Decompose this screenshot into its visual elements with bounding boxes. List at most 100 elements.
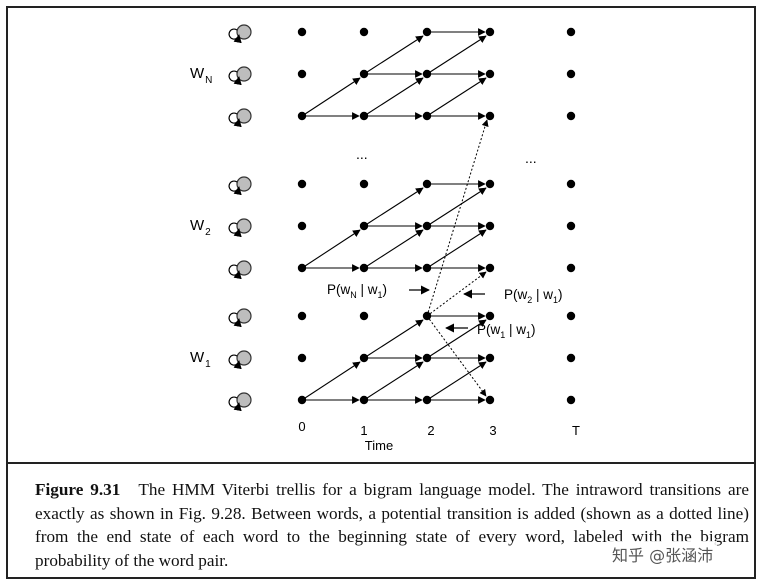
trellis-node [422,111,432,121]
transition-edge [301,229,361,269]
viterbi-trellis: WN W2 W1 ... ... 0 1 2 3 T Time P(wN | w… [190,24,580,453]
between-word-transition [426,271,487,317]
word-label-w2: W2 [190,217,211,238]
self-loop-icon [228,222,242,238]
transition-edge [426,77,487,117]
transition-edge [363,361,424,401]
transition-edge [426,187,487,227]
state-node-icon [236,260,252,276]
trellis-node [297,179,307,189]
trellis-node [359,221,369,231]
trellis-node [566,221,576,231]
self-loop-icon [228,112,242,128]
prob-label-w2-w1: P(w2 | w1) [504,287,563,305]
trellis-node [422,353,432,363]
trellis-node [422,221,432,231]
transition-edge [301,77,361,117]
state-node-icon [236,24,252,40]
trellis-node [566,69,576,79]
trellis-node [566,395,576,405]
state-node-icon [236,108,252,124]
trellis-node [485,221,495,231]
transition-edge [426,35,487,75]
trellis-node [297,27,307,37]
trellis-node [359,311,369,321]
trellis-node [297,311,307,321]
time-tick-T: T [572,423,580,438]
trellis-node [297,263,307,273]
self-loop-icon [228,354,242,370]
time-tick-1: 1 [360,423,367,438]
transition-edge [426,229,487,269]
trellis-node [297,395,307,405]
trellis-node [359,353,369,363]
watermark: 知乎 @张涵沛 [608,541,718,567]
state-node-icon [236,218,252,234]
caption-text: The HMM Viterbi trellis for a bigram lan… [35,480,750,570]
self-loop-icon [228,312,242,328]
self-loop-icon [228,28,242,44]
trellis-node [297,69,307,79]
trellis-node [297,111,307,121]
trellis-node [297,221,307,231]
trellis-node [359,179,369,189]
trellis-node [566,263,576,273]
time-axis-label: Time [365,438,393,453]
transition-edge [363,77,424,117]
self-loop-icon [228,396,242,412]
trellis-node [485,353,495,363]
transition-edge [363,35,424,75]
self-loop-icon [228,70,242,86]
trellis-node [485,69,495,79]
state-node-icon [236,308,252,324]
trellis-node [359,111,369,121]
prob-label-w1-w1: P(w1 | w1) [477,322,536,340]
self-loop-icon [228,180,242,196]
ellipsis-left: ... [356,146,368,162]
trellis-node [485,111,495,121]
between-word-transition [426,315,487,397]
trellis-node [359,263,369,273]
trellis-diagram-panel: WN W2 W1 ... ... 0 1 2 3 T Time P(wN | w… [8,8,754,464]
trellis-node [359,27,369,37]
trellis-node [485,395,495,405]
trellis-node [566,179,576,189]
figure-frame: WN W2 W1 ... ... 0 1 2 3 T Time P(wN | w… [6,6,756,579]
transition-edge [363,187,424,227]
trellis-node [422,311,432,321]
trellis-node [422,179,432,189]
trellis-node [566,311,576,321]
trellis-node [359,395,369,405]
trellis-node [566,353,576,363]
transition-edge [426,361,487,401]
prob-label-wn-w1: P(wN | w1) [327,282,387,300]
time-tick-2: 2 [427,423,434,438]
state-node-icon [236,350,252,366]
ellipsis-right: ... [525,150,537,166]
self-loop-icon [228,264,242,280]
trellis-node [422,263,432,273]
trellis-node [359,69,369,79]
trellis-node [485,27,495,37]
trellis-node [422,27,432,37]
transition-edge [363,319,424,359]
trellis-node [485,179,495,189]
word-label-wn: WN [190,65,212,86]
transition-edge [363,229,424,269]
transition-edge [301,361,361,401]
word-label-w1: W1 [190,349,211,370]
trellis-node [297,353,307,363]
trellis-node [566,111,576,121]
trellis-node [422,395,432,405]
state-node-icon [236,176,252,192]
trellis-node [485,311,495,321]
transition-edge [426,319,487,359]
trellis-node [485,263,495,273]
state-node-icon [236,392,252,408]
trellis-node [566,27,576,37]
figure-label: Figure 9.31 [35,480,121,499]
trellis-node [422,69,432,79]
time-tick-3: 3 [489,423,496,438]
state-node-icon [236,66,252,82]
